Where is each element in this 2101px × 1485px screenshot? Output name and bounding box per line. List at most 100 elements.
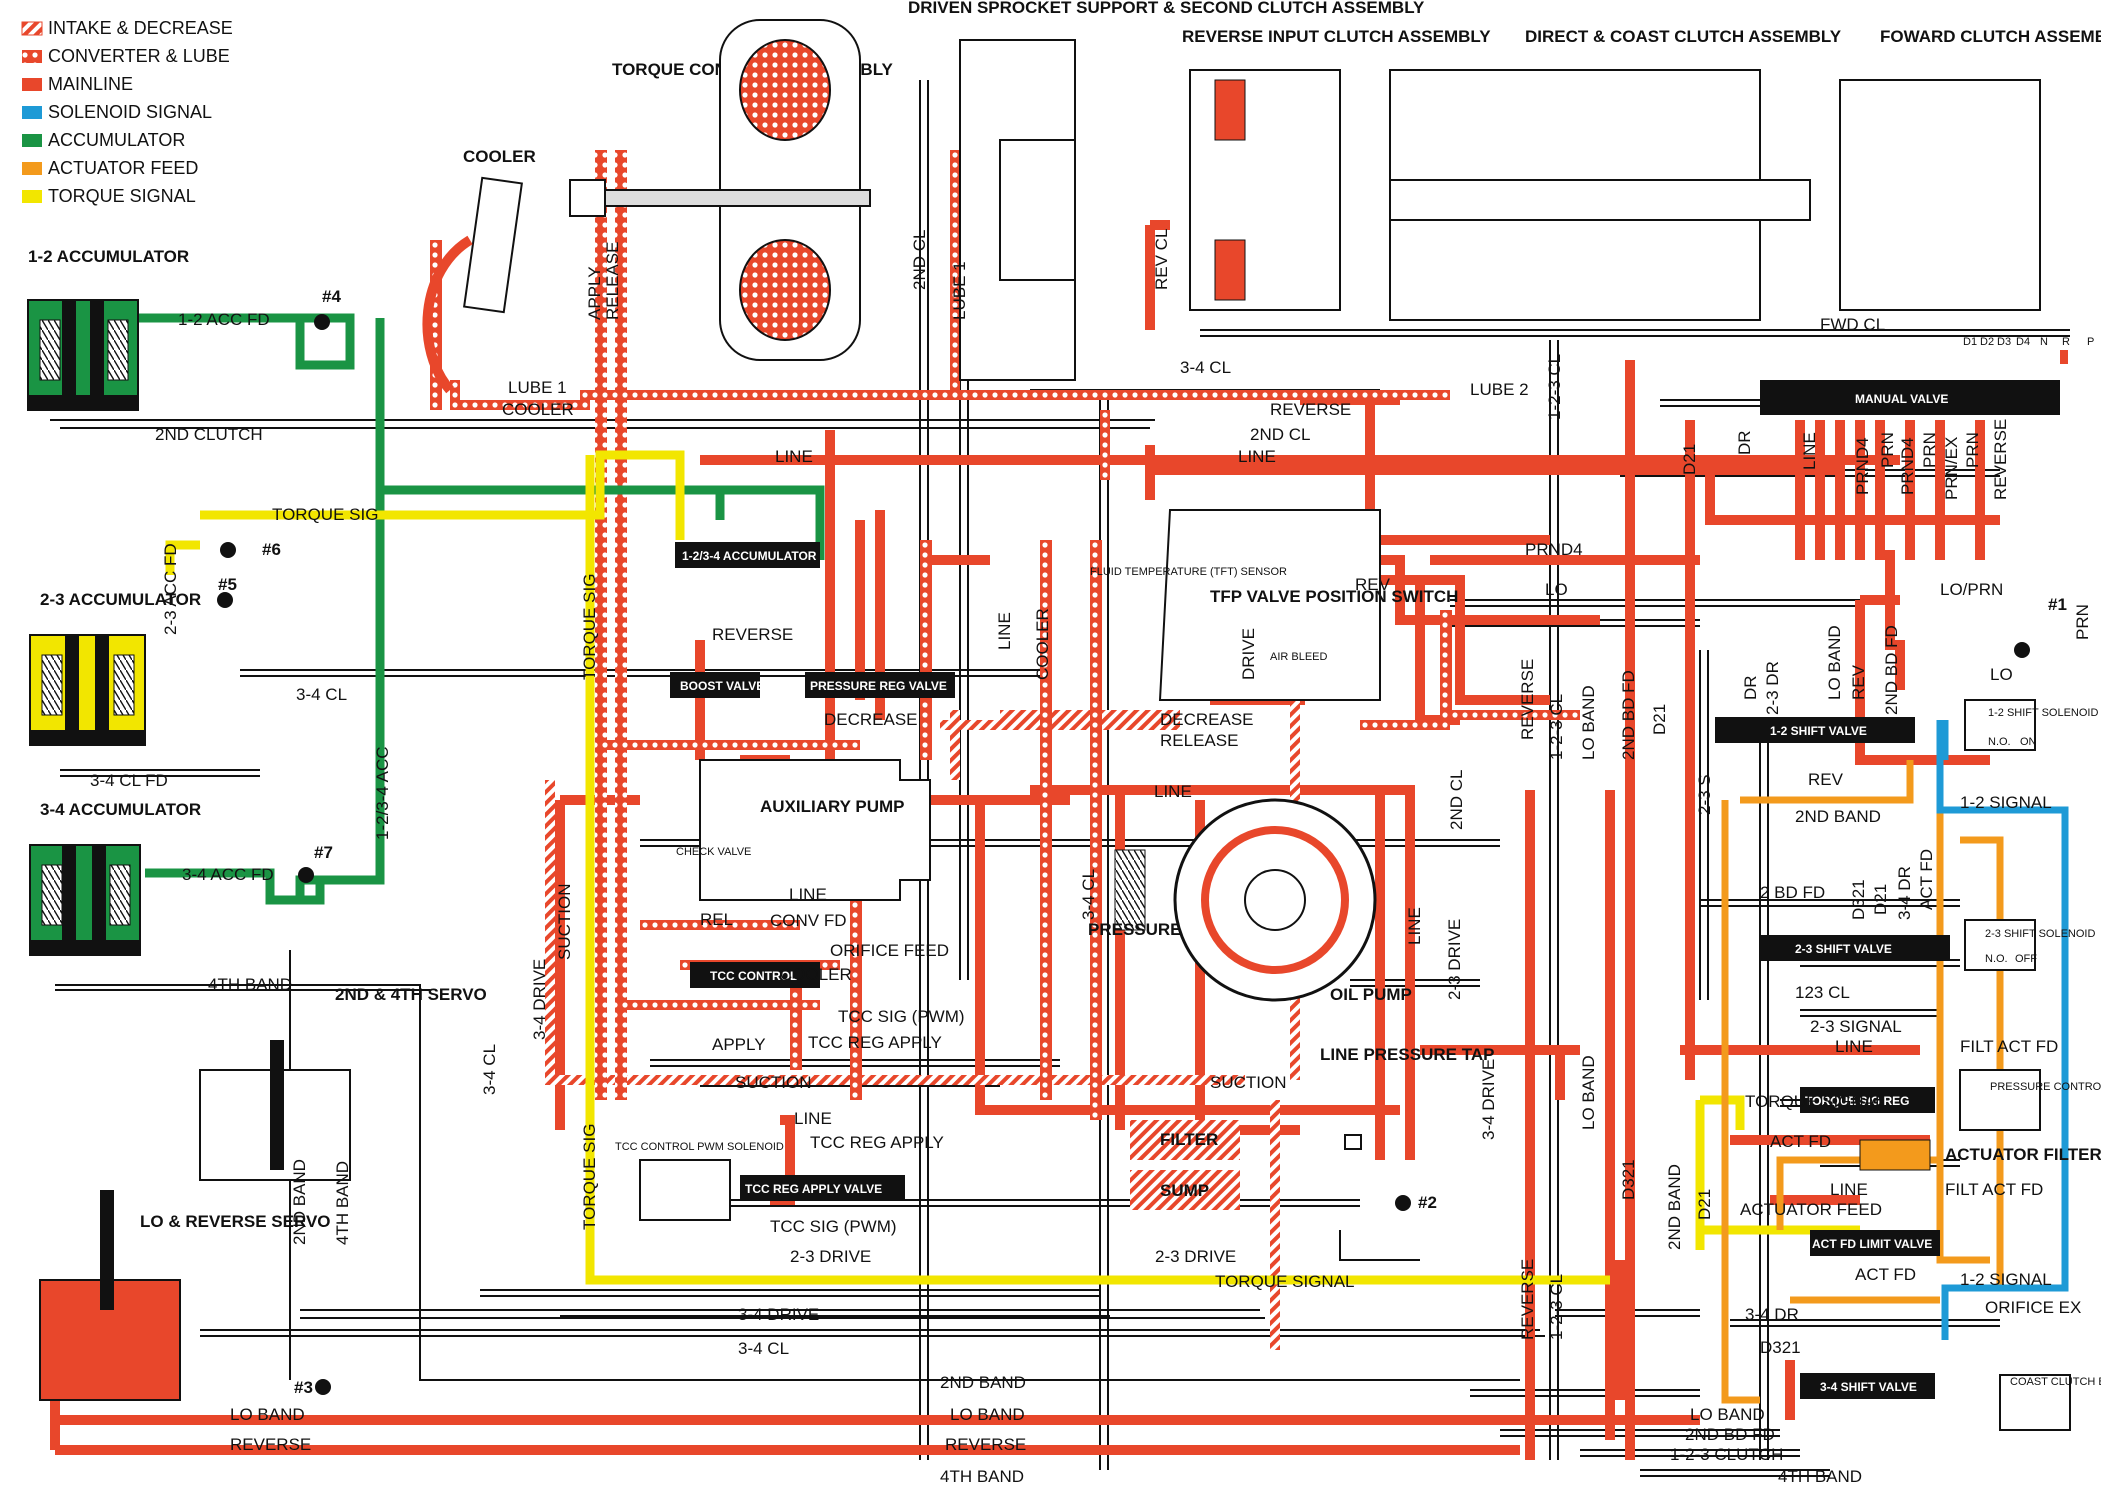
svg-text:FILT ACT FD: FILT ACT FD xyxy=(1945,1180,2043,1199)
svg-text:FILTER: FILTER xyxy=(1160,1130,1218,1149)
svg-text:3-4 DRIVE: 3-4 DRIVE xyxy=(530,959,549,1040)
shift-valve-1-2: 1-2 SHIFT VALVE xyxy=(1715,717,1915,743)
shift-valve-2-3: 2-3 SHIFT VALVE xyxy=(1760,935,1950,961)
accumulator-2-3: 2-3 ACCUMULATOR xyxy=(29,590,201,746)
legend-item-mainline: MAINLINE xyxy=(22,74,133,94)
legend-item-torque: TORQUE SIGNAL xyxy=(22,186,196,206)
svg-text:ACCUMULATOR: ACCUMULATOR xyxy=(48,130,185,150)
svg-text:ACTUATOR FEED: ACTUATOR FEED xyxy=(1740,1200,1882,1219)
svg-text:FOWARD CLUTCH ASSEMBLY: FOWARD CLUTCH ASSEMBLY xyxy=(1880,27,2101,46)
svg-text:REVERSE: REVERSE xyxy=(1518,1259,1537,1340)
air-bleed-label: AIR BLEED xyxy=(1270,651,1328,663)
svg-text:PRND4: PRND4 xyxy=(1853,437,1872,495)
svg-text:#5: #5 xyxy=(218,575,237,594)
svg-text:2ND & 4TH SERVO: 2ND & 4TH SERVO xyxy=(335,985,487,1004)
svg-text:FILT ACT FD: FILT ACT FD xyxy=(1960,1037,2058,1056)
svg-text:D21: D21 xyxy=(1650,704,1669,735)
svg-text:TFP VALVE POSITION SWITCH: TFP VALVE POSITION SWITCH xyxy=(1210,587,1458,606)
svg-text:3-4 DRIVE: 3-4 DRIVE xyxy=(738,1305,819,1324)
actuator-filter: ACTUATOR FILTER xyxy=(1859,1139,2101,1171)
svg-text:PRESSURE CONTROL SOLENOID: PRESSURE CONTROL SOLENOID xyxy=(1990,1081,2101,1093)
svg-text:TCC SIG (PWM): TCC SIG (PWM) xyxy=(770,1217,897,1236)
actuator-passages xyxy=(1721,760,2004,1404)
svg-text:TCC CONTROL: TCC CONTROL xyxy=(710,969,797,983)
svg-text:LINE: LINE xyxy=(1405,907,1424,945)
servo-2nd-4th: 2ND & 4TH SERVO xyxy=(199,985,487,1181)
svg-text:TORQUE SIG REG: TORQUE SIG REG xyxy=(1805,1094,1909,1108)
svg-text:D321: D321 xyxy=(1619,1159,1638,1200)
svg-text:1-2 ACCUMULATOR: 1-2 ACCUMULATOR xyxy=(28,247,189,266)
shift-solenoid-1-2: 1-2 SHIFT SOLENOID N.O. ON xyxy=(1964,699,2098,751)
svg-text:4TH BAND: 4TH BAND xyxy=(1778,1467,1862,1485)
svg-text:TCC SIG (PWM): TCC SIG (PWM) xyxy=(838,1007,965,1026)
vertical-labels: RELEASE APPLY 2ND CL LUBE 1 REV CL 1-2-3… xyxy=(161,229,2092,1340)
svg-text:3-4 CL: 3-4 CL xyxy=(480,1044,499,1095)
svg-text:SUCTION: SUCTION xyxy=(735,1073,812,1092)
svg-text:FWD CL: FWD CL xyxy=(1820,315,1885,334)
solenoid-passages xyxy=(1936,720,2069,1340)
svg-text:PRN: PRN xyxy=(1920,432,1939,468)
legend-item-converter: CONVERTER & LUBE xyxy=(22,46,230,66)
svg-text:LO & REVERSE SERVO: LO & REVERSE SERVO xyxy=(140,1212,331,1231)
svg-text:TORQUE SIG: TORQUE SIG xyxy=(580,1124,599,1230)
svg-text:PRN/EX: PRN/EX xyxy=(1942,437,1961,500)
svg-text:4TH BAND: 4TH BAND xyxy=(940,1467,1024,1485)
svg-text:ACT FD: ACT FD xyxy=(1770,1132,1831,1151)
svg-text:BOOST VALVE: BOOST VALVE xyxy=(680,679,764,693)
svg-text:2-3 DRIVE: 2-3 DRIVE xyxy=(1155,1247,1236,1266)
svg-text:LINE PRESSURE TAP: LINE PRESSURE TAP xyxy=(1320,1045,1494,1064)
svg-text:PRN: PRN xyxy=(1878,432,1897,468)
svg-text:DR: DR xyxy=(1741,675,1760,700)
svg-text:LO BAND: LO BAND xyxy=(230,1405,305,1424)
svg-text:3-4 CL: 3-4 CL xyxy=(738,1339,789,1358)
svg-text:ACT FD LIMIT VALVE: ACT FD LIMIT VALVE xyxy=(1812,1237,1932,1251)
torque-sig-reg-valve: TORQUE SIG REG xyxy=(1800,1087,1935,1113)
svg-text:2-3 S: 2-3 S xyxy=(1695,774,1714,815)
svg-text:N: N xyxy=(2040,336,2048,348)
svg-text:LO/PRN: LO/PRN xyxy=(1940,580,2003,599)
svg-text:PRND4: PRND4 xyxy=(1525,540,1583,559)
sump: SUMP xyxy=(1130,1170,1240,1210)
svg-text:LO BAND: LO BAND xyxy=(950,1405,1025,1424)
act-fd-limit-valve: ACT FD LIMIT VALVE xyxy=(1810,1230,1940,1256)
svg-text:LINE: LINE xyxy=(1830,1180,1868,1199)
torque-converter: TORQUE CONVERTER ASSEMBLY xyxy=(569,19,894,361)
svg-text:LO BAND: LO BAND xyxy=(1579,1055,1598,1130)
svg-text:LO: LO xyxy=(1545,580,1568,599)
svg-text:LO BAND: LO BAND xyxy=(1690,1405,1765,1424)
svg-text:2-3 SHIFT VALVE: 2-3 SHIFT VALVE xyxy=(1795,942,1892,956)
svg-text:LUBE 1: LUBE 1 xyxy=(508,378,567,397)
svg-text:1-2 SHIFT SOLENOID: 1-2 SHIFT SOLENOID xyxy=(1988,707,2098,719)
svg-text:DIRECT & COAST CLUTCH ASSEMBLY: DIRECT & COAST CLUTCH ASSEMBLY xyxy=(1525,27,1842,46)
range-labels: D1 D2 D3 D4 N R P xyxy=(1963,336,2094,364)
svg-text:LUBE 2: LUBE 2 xyxy=(1470,380,1529,399)
svg-text:COAST CLUTCH BLEED SOLENOID: COAST CLUTCH BLEED SOLENOID xyxy=(2010,1376,2101,1388)
svg-text:LINE: LINE xyxy=(1800,432,1819,470)
svg-text:3-4 ACCUMULATOR: 3-4 ACCUMULATOR xyxy=(40,800,201,819)
shift-valve-3-4: 3-4 SHIFT VALVE xyxy=(1800,1373,1935,1399)
legend-item-actuator: ACTUATOR FEED xyxy=(22,158,198,178)
manual-valve: MANUAL VALVE xyxy=(1760,380,2060,415)
svg-text:2-3 ACC FD: 2-3 ACC FD xyxy=(161,543,180,635)
svg-text:D21: D21 xyxy=(1695,1189,1714,1220)
svg-text:3-4 SHIFT VALVE: 3-4 SHIFT VALVE xyxy=(1820,1380,1917,1394)
svg-text:2-3 SHIFT SOLENOID: 2-3 SHIFT SOLENOID xyxy=(1985,928,2095,940)
svg-text:2-3 ACCUMULATOR: 2-3 ACCUMULATOR xyxy=(40,590,201,609)
svg-text:DR: DR xyxy=(1735,430,1754,455)
accumulator-1-2: 1-2 ACCUMULATOR xyxy=(27,247,189,411)
svg-text:LINE: LINE xyxy=(1154,782,1192,801)
svg-text:D3: D3 xyxy=(1997,336,2011,348)
accumulator-passages xyxy=(135,313,825,905)
svg-text:2ND BAND: 2ND BAND xyxy=(1665,1164,1684,1250)
svg-text:LINE: LINE xyxy=(995,612,1014,650)
svg-text:D2: D2 xyxy=(1980,336,1994,348)
svg-text:REL: REL xyxy=(700,910,733,929)
svg-text:2-3 DRIVE: 2-3 DRIVE xyxy=(1445,919,1464,1000)
accumulator-valve: 1-2/3-4 ACCUMULATOR xyxy=(675,542,820,568)
tcc-control-valve: TCC CONTROL xyxy=(690,962,820,988)
svg-text:3-4 ACC FD: 3-4 ACC FD xyxy=(182,865,274,884)
svg-text:DRIVE: DRIVE xyxy=(1239,628,1258,680)
svg-text:OIL PUMP: OIL PUMP xyxy=(1330,985,1412,1004)
svg-text:ACTUATOR FILTER: ACTUATOR FILTER xyxy=(1945,1145,2101,1164)
svg-text:REVERSE: REVERSE xyxy=(945,1435,1026,1454)
